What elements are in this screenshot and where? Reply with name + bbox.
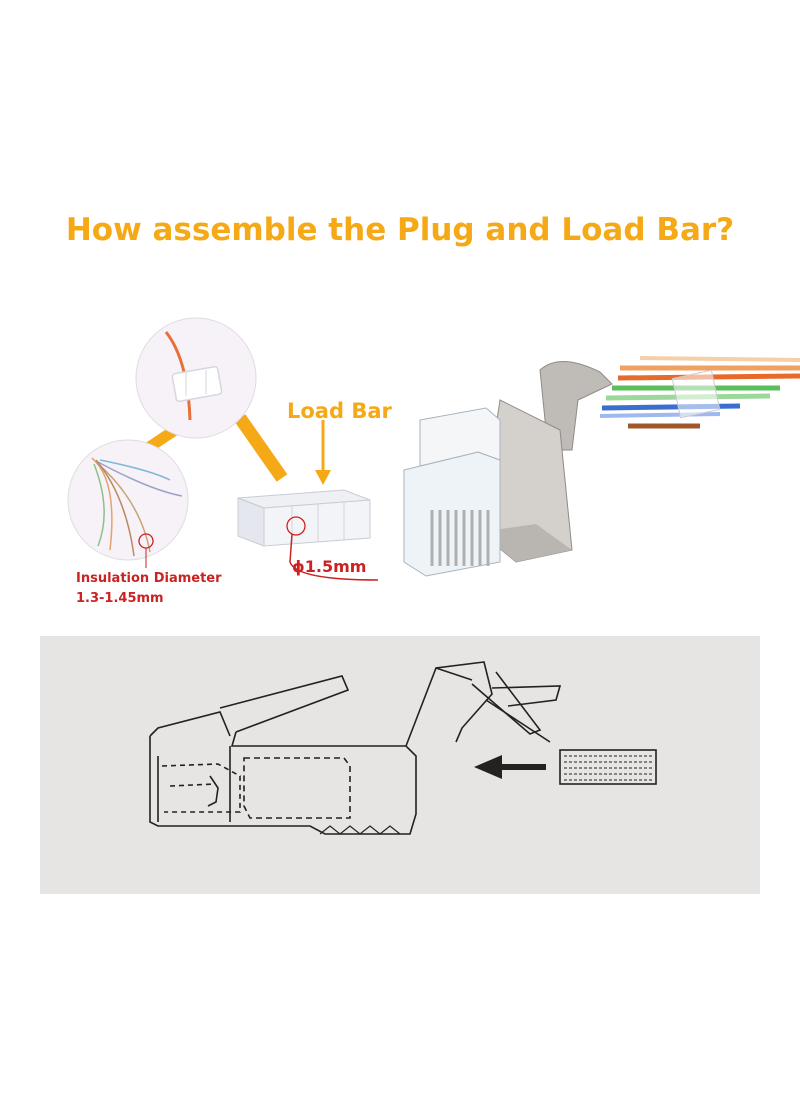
assembly-photo-illustration bbox=[67, 317, 800, 581]
load-bar bbox=[237, 420, 379, 581]
insulation-label: Insulation Diameter bbox=[76, 571, 222, 586]
load-bar-side-view bbox=[559, 749, 657, 785]
zoom-circle-wire-in-bar bbox=[135, 317, 257, 439]
diameter-label: ϕ1.5mm bbox=[292, 557, 367, 576]
plug-line-drawing bbox=[149, 661, 657, 835]
line-drawing-panel bbox=[40, 636, 760, 894]
load-bar-label: Load Bar bbox=[287, 399, 392, 423]
plug-outline bbox=[149, 661, 562, 835]
page-title: How assemble the Plug and Load Bar? bbox=[65, 212, 735, 248]
wire-strands bbox=[599, 356, 800, 429]
rj45-plug-photo bbox=[403, 356, 800, 577]
insert-arrow bbox=[474, 755, 546, 779]
insulation-range-label: 1.3-1.45mm bbox=[76, 591, 164, 606]
zoom-circle-wire-bundle bbox=[67, 439, 189, 568]
gold-contacts bbox=[430, 510, 490, 566]
